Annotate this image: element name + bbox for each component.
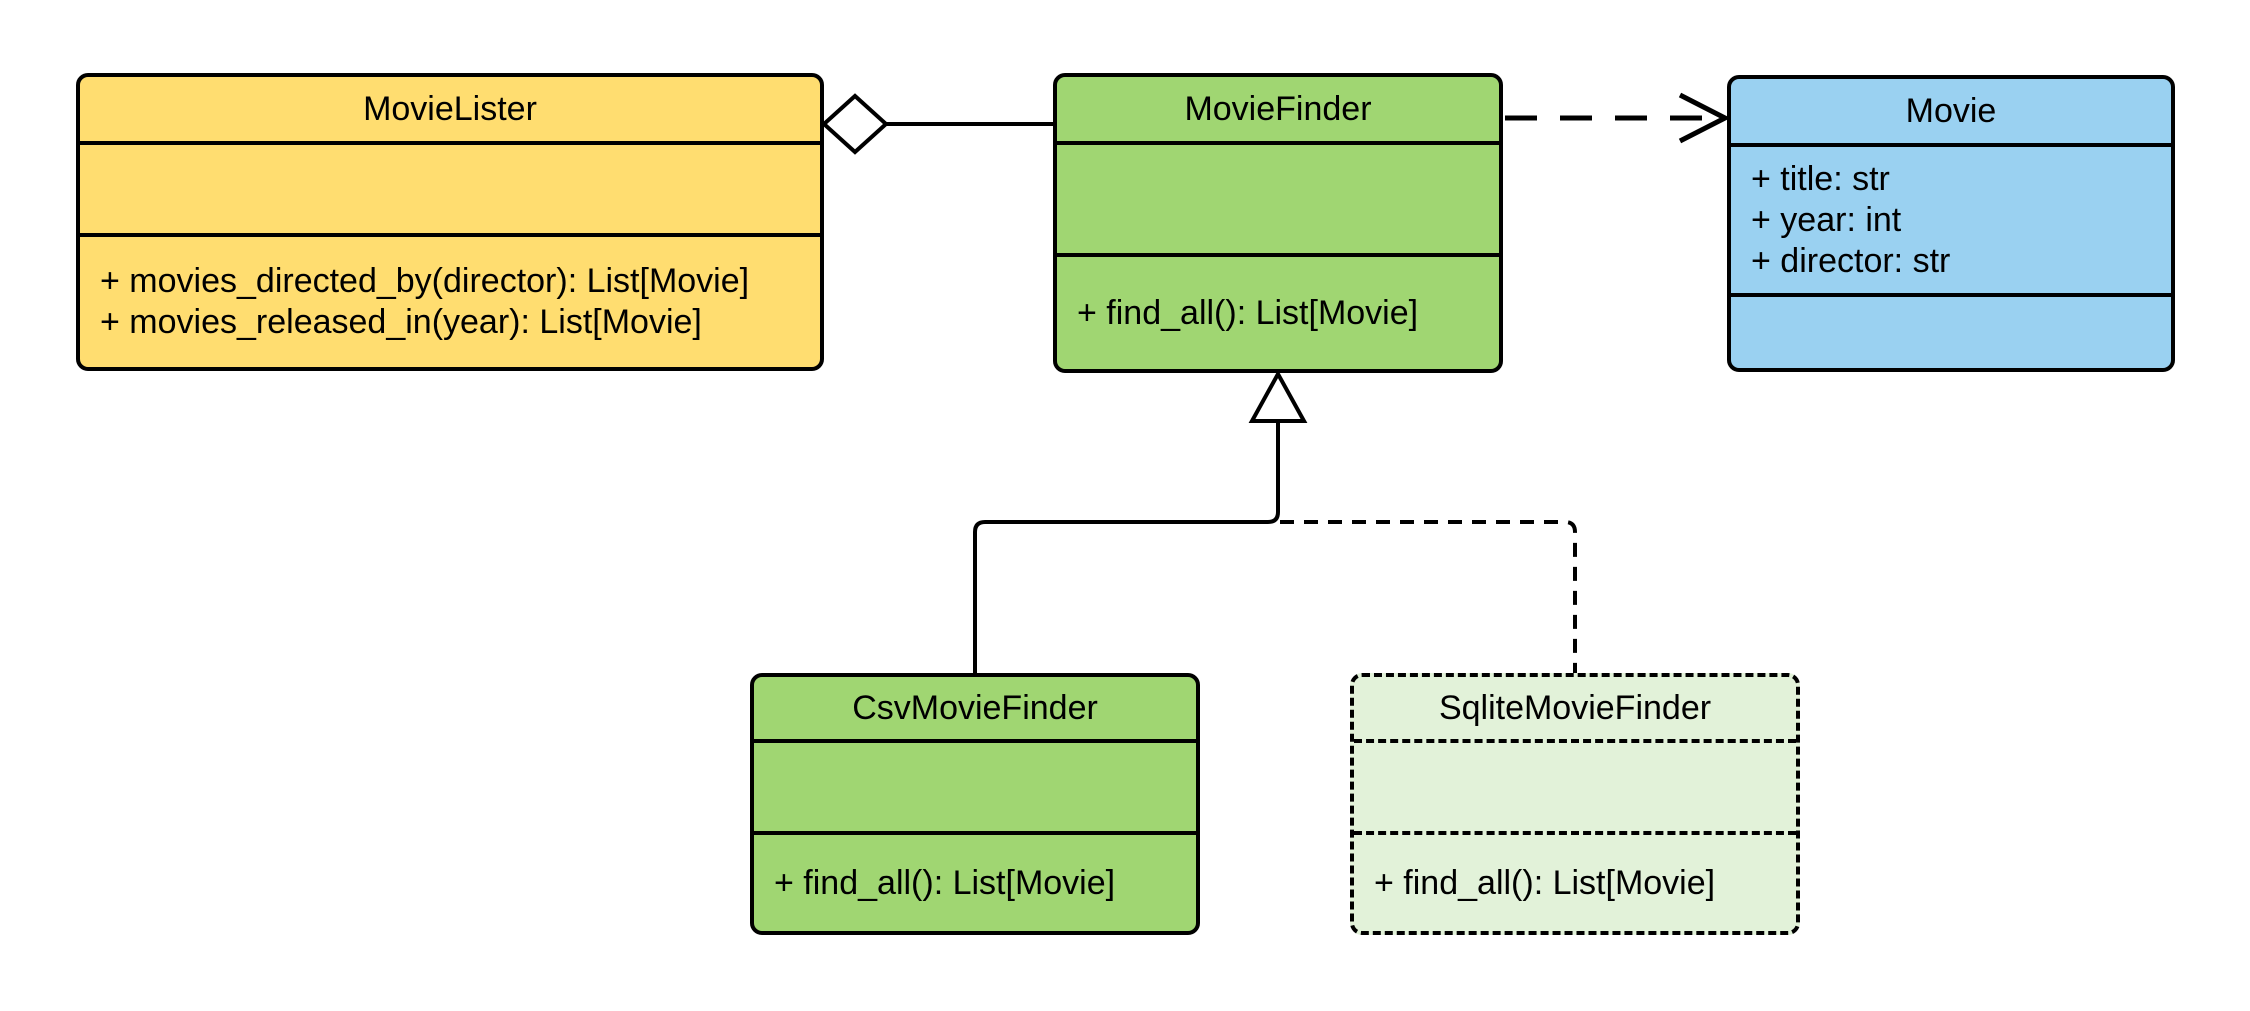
class-csvmoviefinder-attributes-section bbox=[754, 743, 1196, 835]
class-csvmoviefinder-methods-section: + find_all(): List[Movie] bbox=[754, 835, 1196, 931]
inheritance-connector-sqlitemoviefinder-moviefinder[interactable] bbox=[1280, 520, 1577, 675]
inheritance-connector-csvmoviefinder-moviefinder[interactable] bbox=[973, 421, 1280, 675]
dependency-connector-moviefinder-movie[interactable] bbox=[1505, 92, 1731, 144]
class-csvmoviefinder-title: CsvMovieFinder bbox=[754, 677, 1196, 743]
class-movielister[interactable]: MovieLister + movies_directed_by(directo… bbox=[76, 73, 824, 371]
aggregation-diamond-icon bbox=[821, 93, 889, 155]
method-line: + movies_released_in(year): List[Movie] bbox=[100, 303, 702, 341]
class-csvmoviefinder[interactable]: CsvMovieFinder + find_all(): List[Movie] bbox=[750, 673, 1200, 935]
class-sqlitemoviefinder[interactable]: SqliteMovieFinder + find_all(): List[Mov… bbox=[1350, 673, 1800, 935]
method-line: + find_all(): List[Movie] bbox=[1374, 863, 1716, 902]
method-line: + find_all(): List[Movie] bbox=[774, 863, 1116, 902]
class-sqlitemoviefinder-title: SqliteMovieFinder bbox=[1354, 677, 1796, 743]
class-moviefinder-methods-section: + find_all(): List[Movie] bbox=[1057, 257, 1499, 369]
class-moviefinder-attributes-section bbox=[1057, 145, 1499, 257]
attribute-line: + title: str bbox=[1751, 159, 1890, 198]
class-movie-title: Movie bbox=[1731, 79, 2171, 147]
class-movie-attributes-section: + title: str + year: int + director: str bbox=[1731, 147, 2171, 297]
class-movielister-methods-section: + movies_directed_by(director): List[Mov… bbox=[80, 237, 820, 367]
aggregation-connector-movielister-moviefinder[interactable] bbox=[821, 93, 1055, 155]
class-moviefinder-title: MovieFinder bbox=[1057, 77, 1499, 145]
class-sqlitemoviefinder-attributes-section bbox=[1354, 743, 1796, 835]
inheritance-solid-path bbox=[973, 421, 1280, 675]
method-line: + find_all(): List[Movie] bbox=[1077, 293, 1419, 332]
inheritance-dashed-path bbox=[1280, 520, 1577, 675]
class-movielister-title: MovieLister bbox=[80, 77, 820, 145]
method-line: + movies_directed_by(director): List[Mov… bbox=[100, 262, 750, 300]
inheritance-triangle-icon bbox=[1248, 369, 1308, 423]
attribute-line: + director: str bbox=[1751, 241, 1951, 280]
class-moviefinder[interactable]: MovieFinder + find_all(): List[Movie] bbox=[1053, 73, 1503, 373]
dependency-open-arrow-icon bbox=[1678, 92, 1731, 144]
class-movielister-attributes-section bbox=[80, 145, 820, 237]
class-movie[interactable]: Movie + title: str + year: int + directo… bbox=[1727, 75, 2175, 372]
class-sqlitemoviefinder-methods-section: + find_all(): List[Movie] bbox=[1354, 835, 1796, 931]
class-movie-methods-section bbox=[1731, 297, 2171, 368]
attribute-line: + year: int bbox=[1751, 200, 1902, 239]
